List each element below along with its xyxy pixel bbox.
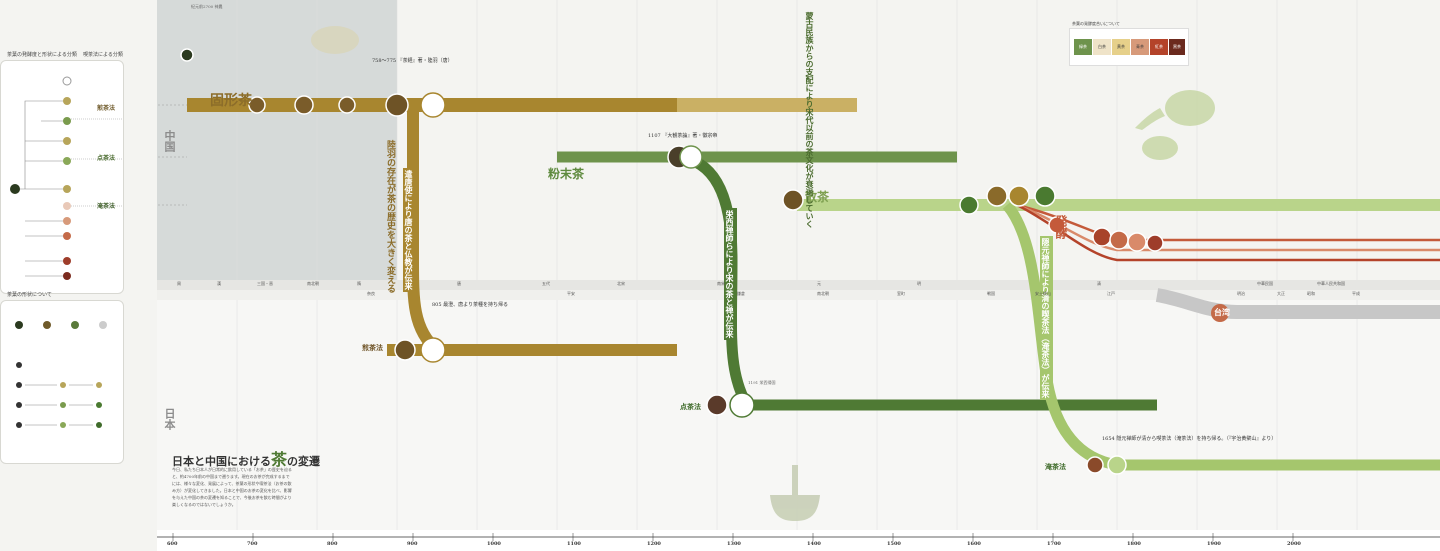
- year-label: 1200: [647, 541, 661, 547]
- era-top-item: 三国・晋: [257, 281, 273, 286]
- era-bottom-item: 昭和: [1307, 291, 1315, 296]
- era-bottom-item: 明治: [1237, 291, 1245, 296]
- era-bottom-item: 室町: [897, 291, 905, 296]
- era-bottom-row: 奈良 平安 鎌倉 南北朝 室町 戦国 安土桃山 江戸 明治 大正 昭和 平成: [157, 291, 1440, 300]
- era-bottom-item: 奈良: [367, 291, 375, 296]
- era-top-item: 南宋: [717, 281, 725, 286]
- classification-tree: [10, 76, 123, 280]
- method-classification-heading: 喫茶法による分類: [83, 52, 123, 58]
- shape-legend-heading: 茶葉の形状について: [7, 292, 52, 298]
- china-background: [157, 0, 397, 290]
- stream-sencha-label: 煎茶法: [362, 343, 383, 352]
- heading-mongol: 蒙古民族からの支配により宋代以前の茶文化が衰退していく: [805, 12, 815, 228]
- event-saicho: 805 最澄、唐より茶種を持ち帰る: [432, 302, 509, 308]
- heading-ingen: 隠元禅師により清の喫茶法（淹茶法）が伝来: [1040, 236, 1053, 400]
- year-axis: 600 700 800 900 1000 1100 1200 1300 1400…: [157, 541, 1440, 551]
- year-label: 1500: [887, 541, 901, 547]
- era-top-item: 中華人民共和国: [1317, 281, 1345, 286]
- era-bottom-item: 平成: [1352, 291, 1360, 296]
- year-label: 800: [327, 541, 338, 547]
- era-top-item: 五代: [542, 281, 550, 286]
- era-bottom-item: 戦国: [987, 291, 995, 296]
- era-top-item: 隋: [357, 281, 361, 286]
- legend-white: 白茶: [1093, 39, 1111, 55]
- japan-region-label: 日本: [163, 408, 176, 430]
- title-prefix: 日本と中国における: [172, 455, 271, 468]
- era-top-item: 清: [1097, 281, 1101, 286]
- era-bottom-item: 鎌倉: [737, 291, 745, 296]
- title-suffix: の変遷: [287, 455, 321, 468]
- legend-black: 紅茶: [1150, 39, 1168, 55]
- sidebar-method-tencha: 点茶法: [97, 155, 116, 162]
- title-accent: 茶: [271, 450, 288, 469]
- stream-funmatsu-label: 粉末茶: [548, 167, 585, 181]
- timeline-diagram: [157, 0, 1440, 551]
- year-label: 1700: [1047, 541, 1061, 547]
- china-region-label: 中国: [163, 130, 176, 152]
- era-top-item: 周: [177, 281, 181, 286]
- era-top-item: 南北朝: [307, 281, 319, 286]
- year-label: 1100: [567, 541, 581, 547]
- stream-sancha-label: 散茶: [805, 190, 830, 204]
- shape-legend-icons: [15, 321, 107, 428]
- sidebar-method-sencha: 煎茶法: [97, 105, 116, 112]
- era-bottom-item: 安土桃山: [1035, 291, 1051, 296]
- year-label: 900: [407, 541, 418, 547]
- era-top-item: 北宋: [617, 281, 625, 286]
- era-top-item: 中華民国: [1257, 281, 1273, 286]
- year-label: 1300: [727, 541, 741, 547]
- era-bottom-item: 江戸: [1107, 291, 1115, 296]
- stream-encha-label: 淹茶法: [1045, 462, 1066, 471]
- event-taikan: 1107 『大観茶論』著・徽宗帝: [648, 133, 718, 139]
- legend-dark: 黒茶: [1169, 39, 1185, 55]
- year-label: 600: [167, 541, 178, 547]
- stream-kokei-label: 固形茶: [210, 93, 252, 109]
- teapot-illustration: [1135, 90, 1215, 160]
- year-label: 2000: [1287, 541, 1301, 547]
- legend-yellow: 黄茶: [1112, 39, 1130, 55]
- era-top-item: 唐: [457, 281, 461, 286]
- fermentation-legend: 茶葉の発酵度合いについて 緑茶 白茶 黄茶 青茶 紅茶 黒茶: [1069, 21, 1189, 66]
- legend-oolong: 青茶: [1131, 39, 1149, 55]
- fermentation-legend-heading: 茶葉の発酵度合いについて: [1072, 21, 1120, 26]
- year-label: 1600: [967, 541, 981, 547]
- era-top-item: 明: [917, 281, 921, 286]
- event-chakyo: 758〜775 『茶経』著・陸羽（唐）: [372, 58, 453, 64]
- intro-text: 今日、私たち日本人が日常的に飲用している「お茶」の歴史を辿ると、約4700年前の…: [172, 467, 292, 507]
- tea-whisk-illustration: [770, 465, 820, 521]
- sidebar-method-encha: 淹茶法: [97, 203, 116, 210]
- event-ingen: 1654 隠元禅師が清から喫茶法（淹茶法）を持ち帰る。（『宇治黄檗山』より）: [1102, 436, 1277, 442]
- year-label: 1800: [1127, 541, 1141, 547]
- era-bottom-item: 平安: [567, 291, 575, 296]
- year-label: 1900: [1207, 541, 1221, 547]
- event-eisai-return: 1191 栄西帰国: [748, 380, 776, 385]
- stream-taiwan-label: 台湾: [1214, 307, 1230, 317]
- page-title: 日本と中国における茶の変遷: [172, 446, 320, 470]
- era-top-item: 漢: [217, 281, 221, 286]
- event-shennong: 紀元前2700 神農: [191, 4, 223, 9]
- year-label: 700: [247, 541, 258, 547]
- stream-tencha-label: 点茶法: [680, 402, 701, 411]
- heading-rikuu: 陸羽の存在が茶の歴史を大きく変える: [385, 140, 395, 293]
- heading-kentoushi: 遣唐使により唐の茶と仏教が伝来: [403, 168, 416, 292]
- era-top-item: 元: [817, 281, 821, 286]
- era-bottom-item: 大正: [1277, 291, 1285, 296]
- legend-green: 緑茶: [1074, 39, 1092, 55]
- classification-panel: 茶葉の発酵度と形状による分類 喫茶法による分類 煎茶法 点茶法 淹茶法: [0, 52, 124, 294]
- era-top-row: 周 漢 三国・晋 南北朝 隋 唐 五代 北宋 南宋 元 明 清 中華民国 中華人…: [157, 281, 1440, 290]
- year-label: 1400: [807, 541, 821, 547]
- tea-bowl-illustration: [311, 26, 359, 54]
- shape-legend-panel: 茶葉の形状について: [0, 292, 124, 464]
- stream-hakko-label: 発酵: [1054, 215, 1068, 239]
- era-bottom-item: 南北朝: [817, 291, 829, 296]
- heading-eisai: 栄西禅師らにより宋の茶と禅が伝来: [724, 208, 737, 340]
- fermentation-classification-heading: 茶葉の発酵度と形状による分類: [7, 52, 77, 58]
- year-label: 1000: [487, 541, 501, 547]
